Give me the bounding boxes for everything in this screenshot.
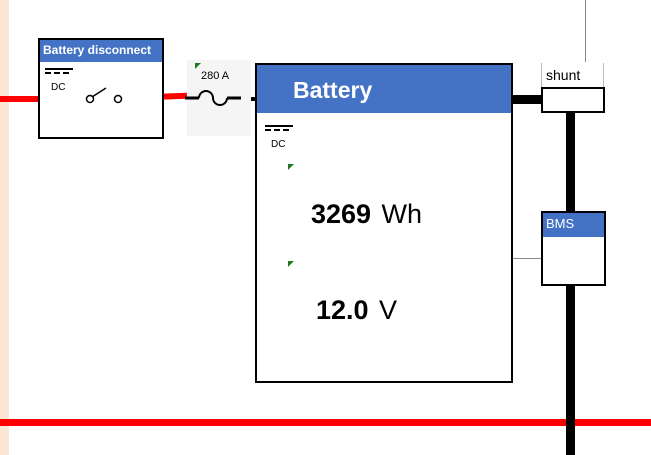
- fuse-rating: 280 A: [201, 70, 230, 82]
- red-wire-left-in: [0, 96, 72, 102]
- switch-icon: [85, 87, 123, 104]
- voltage-unit: V: [379, 295, 398, 325]
- fuse-marker-icon: [195, 63, 201, 69]
- battery-title: Battery: [293, 77, 373, 103]
- battery-disconnect-box[interactable]: Battery disconnect DC: [38, 38, 164, 139]
- battery-dc-label: DC: [271, 139, 286, 150]
- battery-disconnect-header: Battery disconnect: [40, 40, 162, 62]
- energy-reading: 3269 Wh: [311, 199, 422, 230]
- shunt-label: shunt: [546, 67, 581, 83]
- energy-marker-icon: [288, 164, 294, 170]
- dc-symbol-icon: [45, 68, 73, 74]
- battery-dc-symbol-icon: [265, 125, 293, 131]
- energy-unit: Wh: [381, 199, 423, 229]
- fuse-icon[interactable]: [185, 85, 245, 111]
- voltage-value: 12.0: [316, 295, 369, 325]
- battery-disconnect-title: Battery disconnect: [43, 43, 152, 57]
- bms-box[interactable]: BMS: [541, 211, 606, 286]
- bms-label: BMS: [546, 216, 575, 231]
- black-wire-battery-shunt: [511, 95, 543, 104]
- bms-header: BMS: [543, 213, 604, 237]
- disconnect-dc-label: DC: [51, 82, 66, 93]
- shunt-box[interactable]: [541, 87, 605, 113]
- battery-header: Battery: [257, 65, 511, 113]
- bms-link-line: [512, 258, 542, 259]
- voltage-marker-icon: [288, 261, 294, 267]
- energy-value: 3269: [311, 199, 372, 229]
- shunt-signal-line: [585, 0, 586, 62]
- battery-box[interactable]: Battery DC 3269 Wh 12.0 V: [255, 63, 513, 383]
- voltage-reading: 12.0 V: [316, 295, 397, 326]
- red-wire-bottom: [0, 419, 651, 426]
- side-strip: [0, 0, 9, 455]
- shunt-label-frame: [541, 63, 604, 89]
